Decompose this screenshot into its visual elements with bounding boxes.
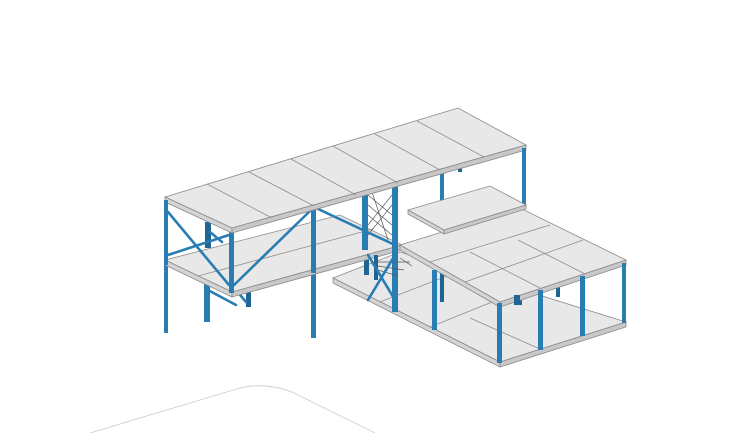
stair-core [362, 182, 413, 312]
level-1-slab-right-wing [398, 207, 628, 308]
level-1-slab-left-wing [163, 214, 404, 298]
roof-slab [163, 107, 528, 234]
right-wing-front-columns [432, 263, 626, 363]
site-boundary-line [89, 385, 376, 433]
roof-edge-columns [164, 148, 526, 210]
left-wing-cross-bracing [166, 206, 397, 287]
left-wing-upper-columns [164, 200, 316, 293]
level-1-slab-upper-right [406, 185, 528, 235]
